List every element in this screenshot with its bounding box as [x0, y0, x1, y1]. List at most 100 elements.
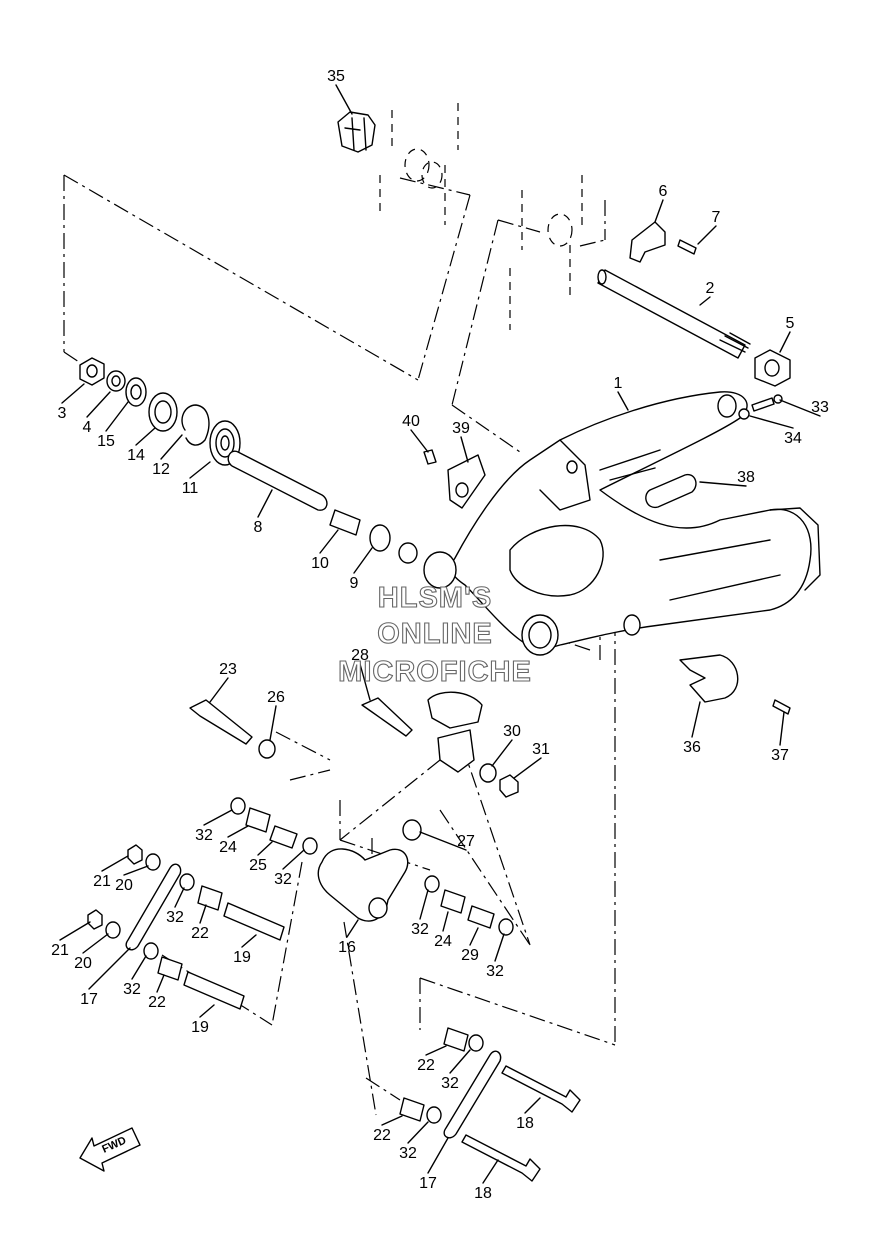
callout-21: 21	[93, 873, 111, 890]
pivot-collar	[227, 450, 328, 511]
callout-36: 36	[683, 739, 701, 756]
leader-14	[135, 427, 156, 446]
leader-21	[101, 855, 129, 872]
leader-37	[779, 711, 785, 746]
callout-35: 35	[327, 68, 345, 85]
callout-22: 22	[148, 994, 166, 1011]
connecting-rods	[87, 844, 502, 1139]
spacer-10	[329, 509, 361, 536]
leader-36	[691, 701, 701, 738]
callout-32: 32	[441, 1075, 459, 1092]
callout-leaders	[59, 84, 821, 1184]
callout-28: 28	[351, 647, 369, 664]
leader-18	[482, 1159, 499, 1184]
leader-30	[491, 739, 513, 767]
callout-33: 33	[811, 399, 829, 416]
callout-32: 32	[166, 909, 184, 926]
bolt-28	[361, 697, 413, 737]
relay-arm	[317, 848, 409, 922]
leader-7	[697, 225, 717, 245]
callout-38: 38	[737, 469, 755, 486]
leader-26	[269, 705, 277, 741]
leader-21	[59, 921, 91, 941]
callout-22: 22	[417, 1057, 435, 1074]
callout-32: 32	[123, 981, 141, 998]
callout-7: 7	[712, 209, 721, 226]
leader-24	[227, 825, 249, 838]
leader-11	[189, 461, 211, 479]
callout-20: 20	[74, 955, 92, 972]
leader-32	[282, 849, 305, 870]
leader-32	[407, 1121, 429, 1144]
callout-40: 40	[402, 413, 420, 430]
seal	[398, 542, 418, 564]
callout-3: 3	[58, 405, 67, 422]
leader-32	[449, 1049, 471, 1074]
leader-33	[779, 399, 821, 417]
callout-16: 16	[338, 939, 356, 956]
callout-32: 32	[195, 827, 213, 844]
callout-39: 39	[452, 420, 470, 437]
leader-22	[156, 974, 165, 993]
leader-38	[699, 481, 747, 487]
callout-22: 22	[373, 1127, 391, 1144]
leader-8	[257, 489, 273, 518]
pivot-bracket	[629, 221, 666, 263]
callout-24: 24	[434, 933, 452, 950]
callout-1: 1	[614, 375, 623, 392]
bolt-37	[772, 699, 791, 715]
callout-32: 32	[486, 963, 504, 980]
callout-2: 2	[706, 280, 715, 297]
watermark: HLSM'S ONLINE MICROFICHE	[338, 581, 532, 688]
callout-12: 12	[152, 461, 170, 478]
callout-17: 17	[80, 991, 98, 1008]
leader-20	[123, 865, 149, 876]
callout-4: 4	[83, 419, 92, 436]
leader-32	[131, 955, 147, 980]
pad-38	[645, 473, 697, 509]
callout-labels: 1234567891011121415161717181819192020212…	[51, 68, 829, 1202]
leader-35	[335, 84, 353, 115]
callout-25: 25	[249, 857, 267, 874]
callout-32: 32	[399, 1145, 417, 1162]
callout-15: 15	[97, 433, 115, 450]
callout-6: 6	[659, 183, 668, 200]
callout-8: 8	[254, 519, 263, 536]
leader-27	[419, 831, 467, 851]
leader-31	[513, 757, 542, 779]
leader-19	[199, 1004, 215, 1018]
pivot-shaft	[597, 269, 751, 359]
leader-22	[381, 1115, 403, 1126]
callout-10: 10	[311, 555, 329, 572]
leader-2	[699, 296, 711, 306]
callout-11: 11	[182, 480, 199, 497]
callout-29: 29	[461, 947, 479, 964]
bolt-33	[751, 397, 775, 412]
washer-30	[479, 763, 497, 783]
watermark-line-1: HLSM'S	[378, 582, 492, 614]
leader-19	[241, 934, 257, 948]
washer-34	[738, 408, 750, 420]
leader-18	[524, 1097, 541, 1114]
callout-17: 17	[419, 1175, 437, 1192]
callout-21: 21	[51, 942, 69, 959]
swingarm	[423, 391, 821, 656]
callout-24: 24	[219, 839, 237, 856]
bolt-40	[423, 449, 437, 465]
leader-3	[61, 383, 85, 404]
callout-14: 14	[127, 447, 145, 464]
leader-39	[460, 436, 469, 463]
callout-30: 30	[503, 723, 521, 740]
leader-17	[427, 1137, 449, 1174]
callout-27: 27	[457, 833, 475, 850]
leader-32	[174, 887, 185, 908]
castle-nut	[337, 111, 376, 153]
callout-19: 19	[233, 949, 251, 966]
leader-29	[469, 927, 479, 946]
leader-32	[419, 889, 429, 920]
callout-32: 32	[411, 921, 429, 938]
shock-mount	[427, 691, 483, 729]
leader-32	[494, 933, 505, 962]
fwd-arrow: FWD	[79, 1127, 141, 1172]
